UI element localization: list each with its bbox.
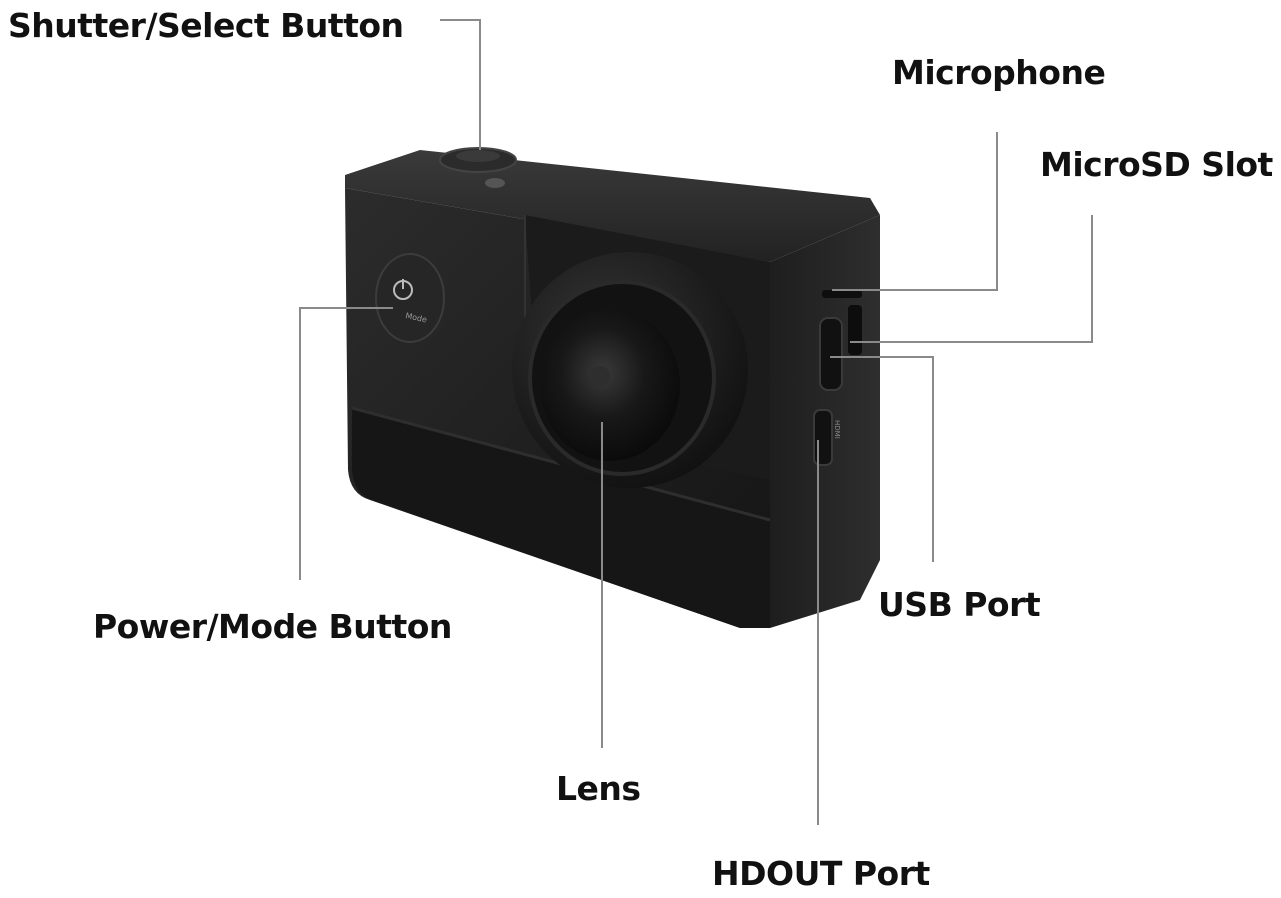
power-button [375, 253, 445, 343]
status-led [485, 178, 505, 188]
label-microsd-slot: MicroSD Slot [1040, 145, 1273, 184]
camera-top-face [345, 150, 880, 262]
label-microphone: Microphone [892, 53, 1106, 92]
microsd-slot [822, 290, 862, 298]
leader-power [299, 307, 393, 580]
label-usb-port: USB Port [878, 585, 1041, 624]
hdout-port [813, 409, 833, 466]
leader-lines [299, 19, 1093, 825]
camera-bottom-band [352, 408, 770, 628]
power-button-text: Mode [405, 311, 428, 324]
label-power-mode-button: Power/Mode Button [93, 607, 452, 646]
microphone-hole [848, 305, 862, 355]
leader-shutter [440, 19, 481, 150]
label-lens: Lens [556, 769, 641, 808]
label-hdout-port: HDOUT Port [712, 854, 930, 893]
usb-port [819, 317, 843, 391]
label-shutter-select-button: Shutter/Select Button [8, 6, 404, 45]
lens-glass [540, 309, 680, 461]
side-port-text: HDMI [833, 420, 841, 439]
leader-usb [830, 356, 934, 562]
leader-microsd [850, 215, 1093, 343]
leader-microphone [832, 132, 998, 291]
